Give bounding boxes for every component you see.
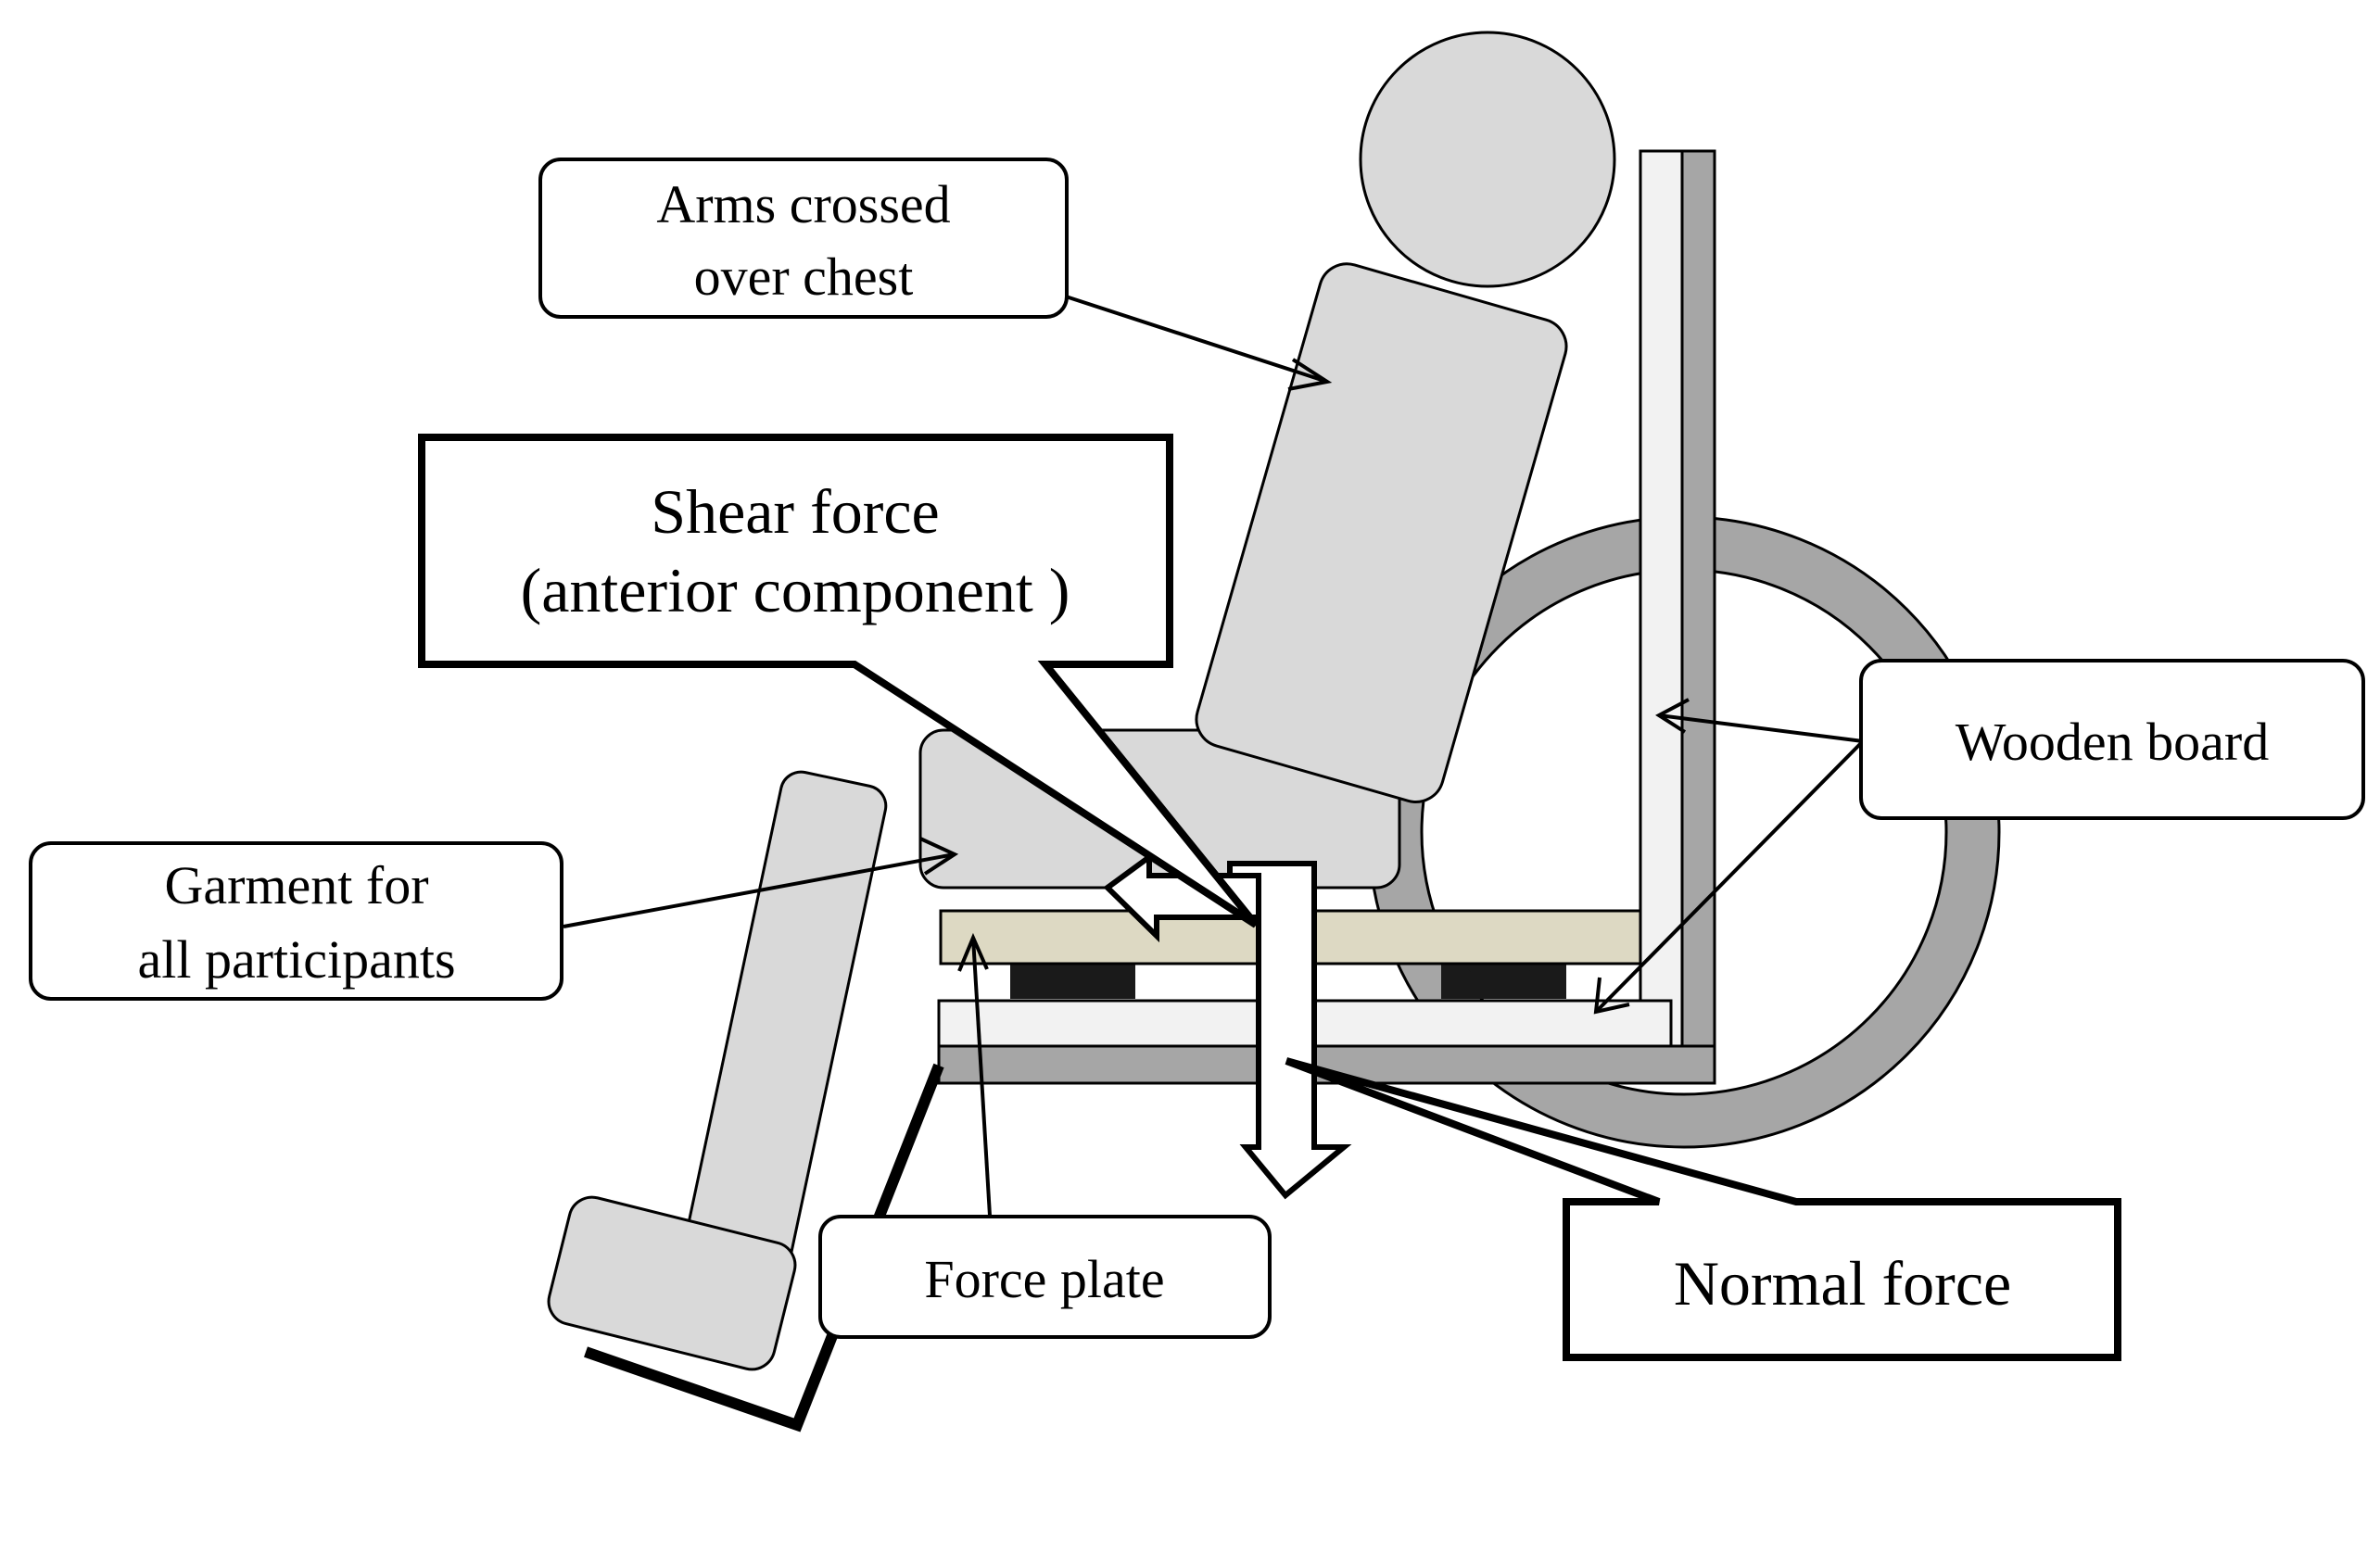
arms-crossed-callout: Arms crossed over chest: [538, 158, 1069, 319]
arms-crossed-label-line1: Arms crossed: [656, 174, 950, 234]
head: [1359, 31, 1616, 288]
normal-force-callout: Normal force: [1285, 1057, 2121, 1361]
chair-frame-line: [584, 1063, 944, 1432]
seated-person: [547, 31, 1616, 1371]
arms-crossed-label-line2: over chest: [694, 246, 914, 307]
garment-label-line1: Garment for: [164, 855, 428, 915]
foot: [547, 1195, 797, 1371]
shear-force-label-line1: Shear force: [651, 476, 939, 547]
chair-backrest: [1639, 149, 1716, 1048]
normal-force-label: Normal force: [1674, 1248, 2011, 1319]
force-plate-callout: Force plate: [818, 1215, 1272, 1339]
shear-force-callout: Shear force (anterior component ): [418, 434, 1260, 928]
wooden-board-label: Wooden board: [1956, 712, 2269, 772]
torso: [1195, 262, 1568, 803]
force-plate-label: Force plate: [924, 1249, 1164, 1309]
garment-callout: Garment for all participants: [29, 841, 563, 1001]
shear-force-label-line2: (anterior component ): [521, 555, 1070, 625]
wooden-board-callout: Wooden board: [1859, 659, 2365, 820]
garment-label-line2: all participants: [137, 929, 455, 990]
leader-lines: [563, 295, 1865, 1217]
lower-leg: [683, 770, 888, 1278]
